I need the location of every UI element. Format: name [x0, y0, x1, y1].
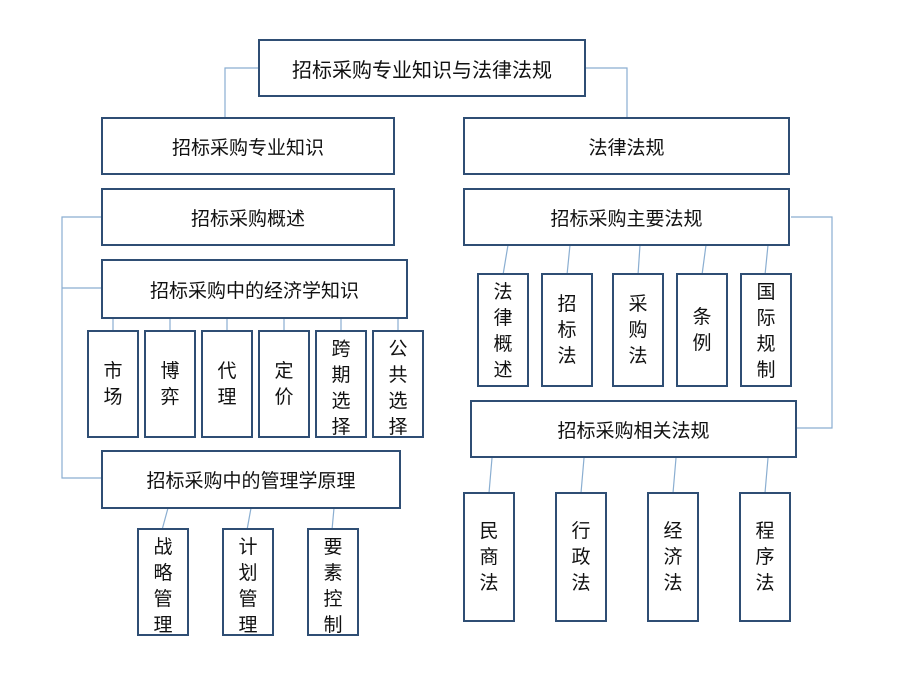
- economics-item-label: 博弈: [160, 360, 180, 408]
- laws-label: 法律法规: [588, 136, 665, 159]
- main-laws-item: 法律概述: [477, 273, 529, 387]
- economics-item-label: 代理: [217, 360, 237, 408]
- main-laws-item: 条例: [676, 273, 728, 387]
- main-laws-label: 招标采购主要法规: [550, 207, 703, 230]
- economics-item: 公共选择: [372, 330, 424, 438]
- related-laws-item-label: 程序法: [755, 520, 775, 594]
- root-node: 招标采购专业知识与法律法规: [258, 39, 586, 97]
- overview-label: 招标采购概述: [190, 207, 305, 230]
- management-item-label: 要素控制: [323, 536, 343, 636]
- economics-item: 市场: [87, 330, 139, 438]
- economics-label: 招标采购中的经济学知识: [149, 279, 359, 302]
- management-item: 战略管理: [137, 528, 189, 636]
- main-laws-item-label: 国际规制: [756, 281, 776, 381]
- management-node: 招标采购中的管理学原理: [101, 450, 401, 509]
- professional-knowledge-label: 招标采购专业知识: [171, 136, 324, 159]
- main-laws-item-label: 招标法: [557, 293, 577, 367]
- related-laws-item: 程序法: [739, 492, 791, 622]
- main-laws-item: 国际规制: [740, 273, 792, 387]
- economics-item-label: 跨期选择: [331, 338, 351, 438]
- economics-item: 定价: [258, 330, 310, 438]
- economics-item: 跨期选择: [315, 330, 367, 438]
- management-item-label: 计划管理: [238, 536, 258, 636]
- overview-node: 招标采购概述: [101, 188, 395, 246]
- laws-node: 法律法规: [463, 117, 790, 175]
- economics-item: 博弈: [144, 330, 196, 438]
- main-laws-node: 招标采购主要法规: [463, 188, 790, 246]
- related-laws-item-label: 民商法: [479, 520, 499, 594]
- related-laws-item: 行政法: [555, 492, 607, 622]
- related-laws-item-label: 行政法: [571, 520, 591, 594]
- economics-item-label: 市场: [103, 360, 123, 408]
- management-item-label: 战略管理: [153, 536, 173, 636]
- economics-item: 代理: [201, 330, 253, 438]
- economics-item-label: 公共选择: [388, 338, 408, 438]
- economics-node: 招标采购中的经济学知识: [101, 259, 408, 319]
- management-item: 要素控制: [307, 528, 359, 636]
- main-laws-item-label: 条例: [692, 306, 712, 354]
- main-laws-item: 招标法: [541, 273, 593, 387]
- related-laws-node: 招标采购相关法规: [470, 400, 797, 458]
- root-label: 招标采购专业知识与法律法规: [292, 57, 552, 82]
- related-laws-item-label: 经济法: [663, 520, 683, 594]
- related-laws-label: 招标采购相关法规: [557, 419, 710, 442]
- management-label: 招标采购中的管理学原理: [146, 470, 356, 492]
- professional-knowledge-node: 招标采购专业知识: [101, 117, 395, 175]
- main-laws-item-label: 法律概述: [493, 281, 513, 381]
- management-item: 计划管理: [222, 528, 274, 636]
- related-laws-item: 经济法: [647, 492, 699, 622]
- main-laws-item: 采购法: [612, 273, 664, 387]
- economics-item-label: 定价: [274, 360, 294, 408]
- main-laws-item-label: 采购法: [628, 293, 648, 367]
- related-laws-item: 民商法: [463, 492, 515, 622]
